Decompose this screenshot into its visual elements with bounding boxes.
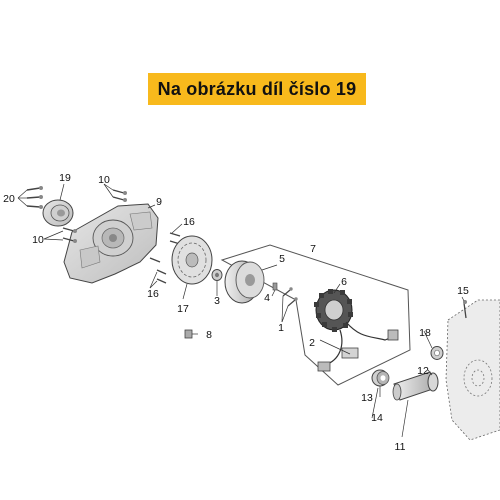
fan-grille-19-drawing xyxy=(42,199,74,227)
part-number-banner: Na obrázku díl číslo 19 xyxy=(148,73,366,105)
part-label-10-top: 10 xyxy=(98,174,110,186)
part-label-16-top: 16 xyxy=(183,216,195,228)
part-label-12: 12 xyxy=(417,365,429,377)
part-label-2: 2 xyxy=(309,337,315,349)
part-label-7: 7 xyxy=(310,243,316,255)
clip-8-drawing xyxy=(184,329,193,339)
crankcase-drawing xyxy=(445,299,500,441)
part-label-11: 11 xyxy=(395,441,406,453)
part-label-15: 15 xyxy=(457,285,469,297)
bushing-13-drawing xyxy=(371,369,390,387)
screws-1-drawing xyxy=(282,287,298,307)
part-label-9: 9 xyxy=(156,196,162,208)
flywheel-cover-9-drawing xyxy=(63,203,159,284)
part-label-16-bottom: 16 xyxy=(147,288,159,300)
part-label-8: 8 xyxy=(206,329,212,341)
key-4-drawing xyxy=(272,282,278,291)
bolts-10-drawing xyxy=(62,189,161,263)
generator-kit-outline xyxy=(220,244,411,386)
part-label-6: 6 xyxy=(341,276,347,288)
part-label-17: 17 xyxy=(177,303,189,315)
stator-6-drawing xyxy=(314,289,399,372)
part-label-20: 20 xyxy=(3,193,15,205)
part-label-1: 1 xyxy=(278,322,284,334)
part-label-13: 13 xyxy=(361,392,373,404)
rotor-5-drawing xyxy=(224,260,265,304)
leader-lines xyxy=(17,183,465,438)
part-label-18: 18 xyxy=(419,327,431,339)
cooling-fan-17-drawing xyxy=(171,235,213,285)
nut-3-drawing xyxy=(211,269,223,281)
part-label-4: 4 xyxy=(264,292,270,304)
part-label-5: 5 xyxy=(279,253,285,265)
part-label-19: 19 xyxy=(59,172,71,184)
seal-18-drawing xyxy=(430,346,444,360)
ring-12-drawing xyxy=(427,372,439,392)
part-labels: 1 2 3 4 5 6 7 8 9 10 10 11 12 13 14 15 1… xyxy=(3,172,469,453)
part-label-10-left: 10 xyxy=(32,234,44,246)
part-label-3: 3 xyxy=(214,295,220,307)
screw-set-20-drawing xyxy=(26,186,43,209)
part-label-14: 14 xyxy=(371,412,383,424)
